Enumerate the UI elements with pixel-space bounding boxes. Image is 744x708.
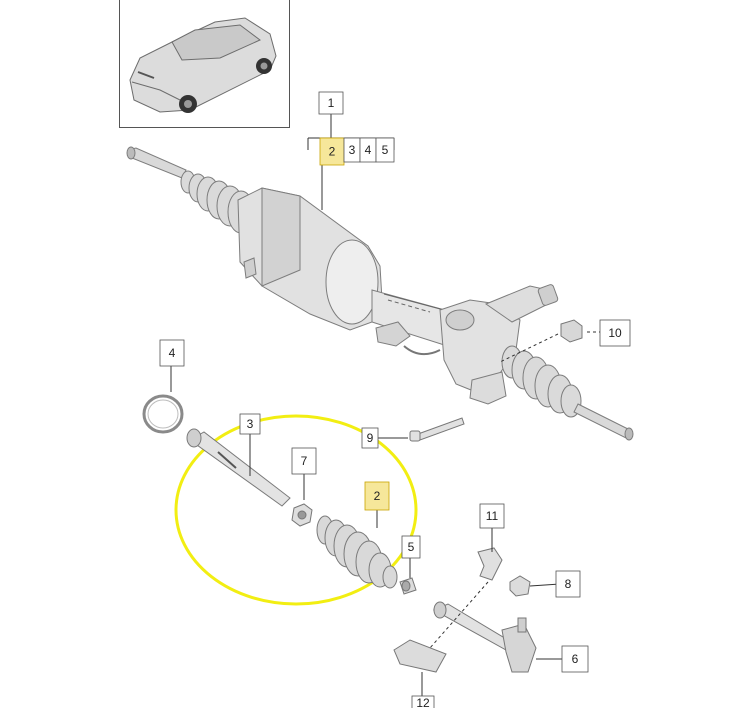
callout-label: 5 [408, 540, 415, 554]
callout-label: 2 [374, 489, 381, 503]
nut-part[interactable] [509, 575, 531, 597]
callout-label: 1 [328, 96, 335, 110]
highlight-ellipse [174, 414, 418, 606]
callout-c3[interactable]: 3 [239, 413, 261, 435]
callout-c12[interactable]: 12 [411, 695, 435, 708]
callout-label: 6 [572, 652, 579, 666]
bracket-part[interactable] [477, 547, 503, 581]
boot-clamp-part[interactable] [399, 577, 417, 595]
callout-c11[interactable]: 11 [479, 503, 505, 529]
steering-rack-assembly[interactable] [126, 146, 634, 441]
callout-box [401, 535, 421, 559]
cover-part[interactable] [393, 639, 447, 673]
callout-c5[interactable]: 5 [401, 535, 421, 559]
callout-box [159, 339, 185, 367]
inner-tie-rod-part[interactable] [186, 428, 291, 507]
callout-box [239, 413, 261, 435]
callout-box [561, 645, 589, 673]
callout-label: 2 [329, 145, 336, 159]
callout-c6[interactable]: 6 [561, 645, 589, 673]
vehicle-thumbnail-frame[interactable] [119, 0, 290, 128]
callout-label: 12 [416, 696, 430, 708]
callout-box [318, 91, 344, 115]
callout-label: 4 [365, 143, 372, 157]
callout-c1[interactable]: 1 [318, 91, 344, 115]
callout-c4a[interactable]: 4 [359, 137, 377, 163]
callout-box [291, 447, 317, 475]
callout-label: 8 [565, 577, 572, 591]
callout-c9[interactable]: 9 [361, 427, 379, 449]
lock-nut-part[interactable] [291, 503, 313, 527]
callout-box [599, 319, 631, 347]
callout-box [364, 481, 390, 511]
callout-label: 3 [247, 417, 254, 431]
callout-box [361, 427, 379, 449]
vehicle-thumbnail [129, 17, 277, 113]
callout-box [375, 137, 395, 163]
callout-c7[interactable]: 7 [291, 447, 317, 475]
callout-c2a[interactable]: 2 [319, 137, 345, 166]
callout-c3a[interactable]: 3 [343, 137, 361, 163]
callout-label: 9 [367, 431, 374, 445]
callout-label: 7 [301, 454, 308, 468]
clip-part[interactable] [560, 319, 583, 343]
callout-c8[interactable]: 8 [555, 570, 581, 598]
callout-box [411, 695, 435, 708]
callout-c5a[interactable]: 5 [375, 137, 395, 163]
bolt-part[interactable] [409, 417, 465, 442]
callout-label: 5 [382, 143, 389, 157]
outer-tie-rod-part[interactable] [432, 601, 537, 673]
boot-bellows-part[interactable] [316, 515, 398, 589]
callout-label: 10 [608, 326, 622, 340]
callout-box [555, 570, 581, 598]
callout-c4[interactable]: 4 [159, 339, 185, 367]
callout-box [479, 503, 505, 529]
callout-c2[interactable]: 2 [364, 481, 390, 511]
callout-box [319, 137, 345, 166]
callout-label: 11 [486, 509, 499, 523]
seal-ring-part[interactable] [142, 394, 184, 434]
callout-label: 4 [169, 346, 176, 360]
callout-c10[interactable]: 10 [599, 319, 631, 347]
callout-label: 3 [349, 143, 356, 157]
